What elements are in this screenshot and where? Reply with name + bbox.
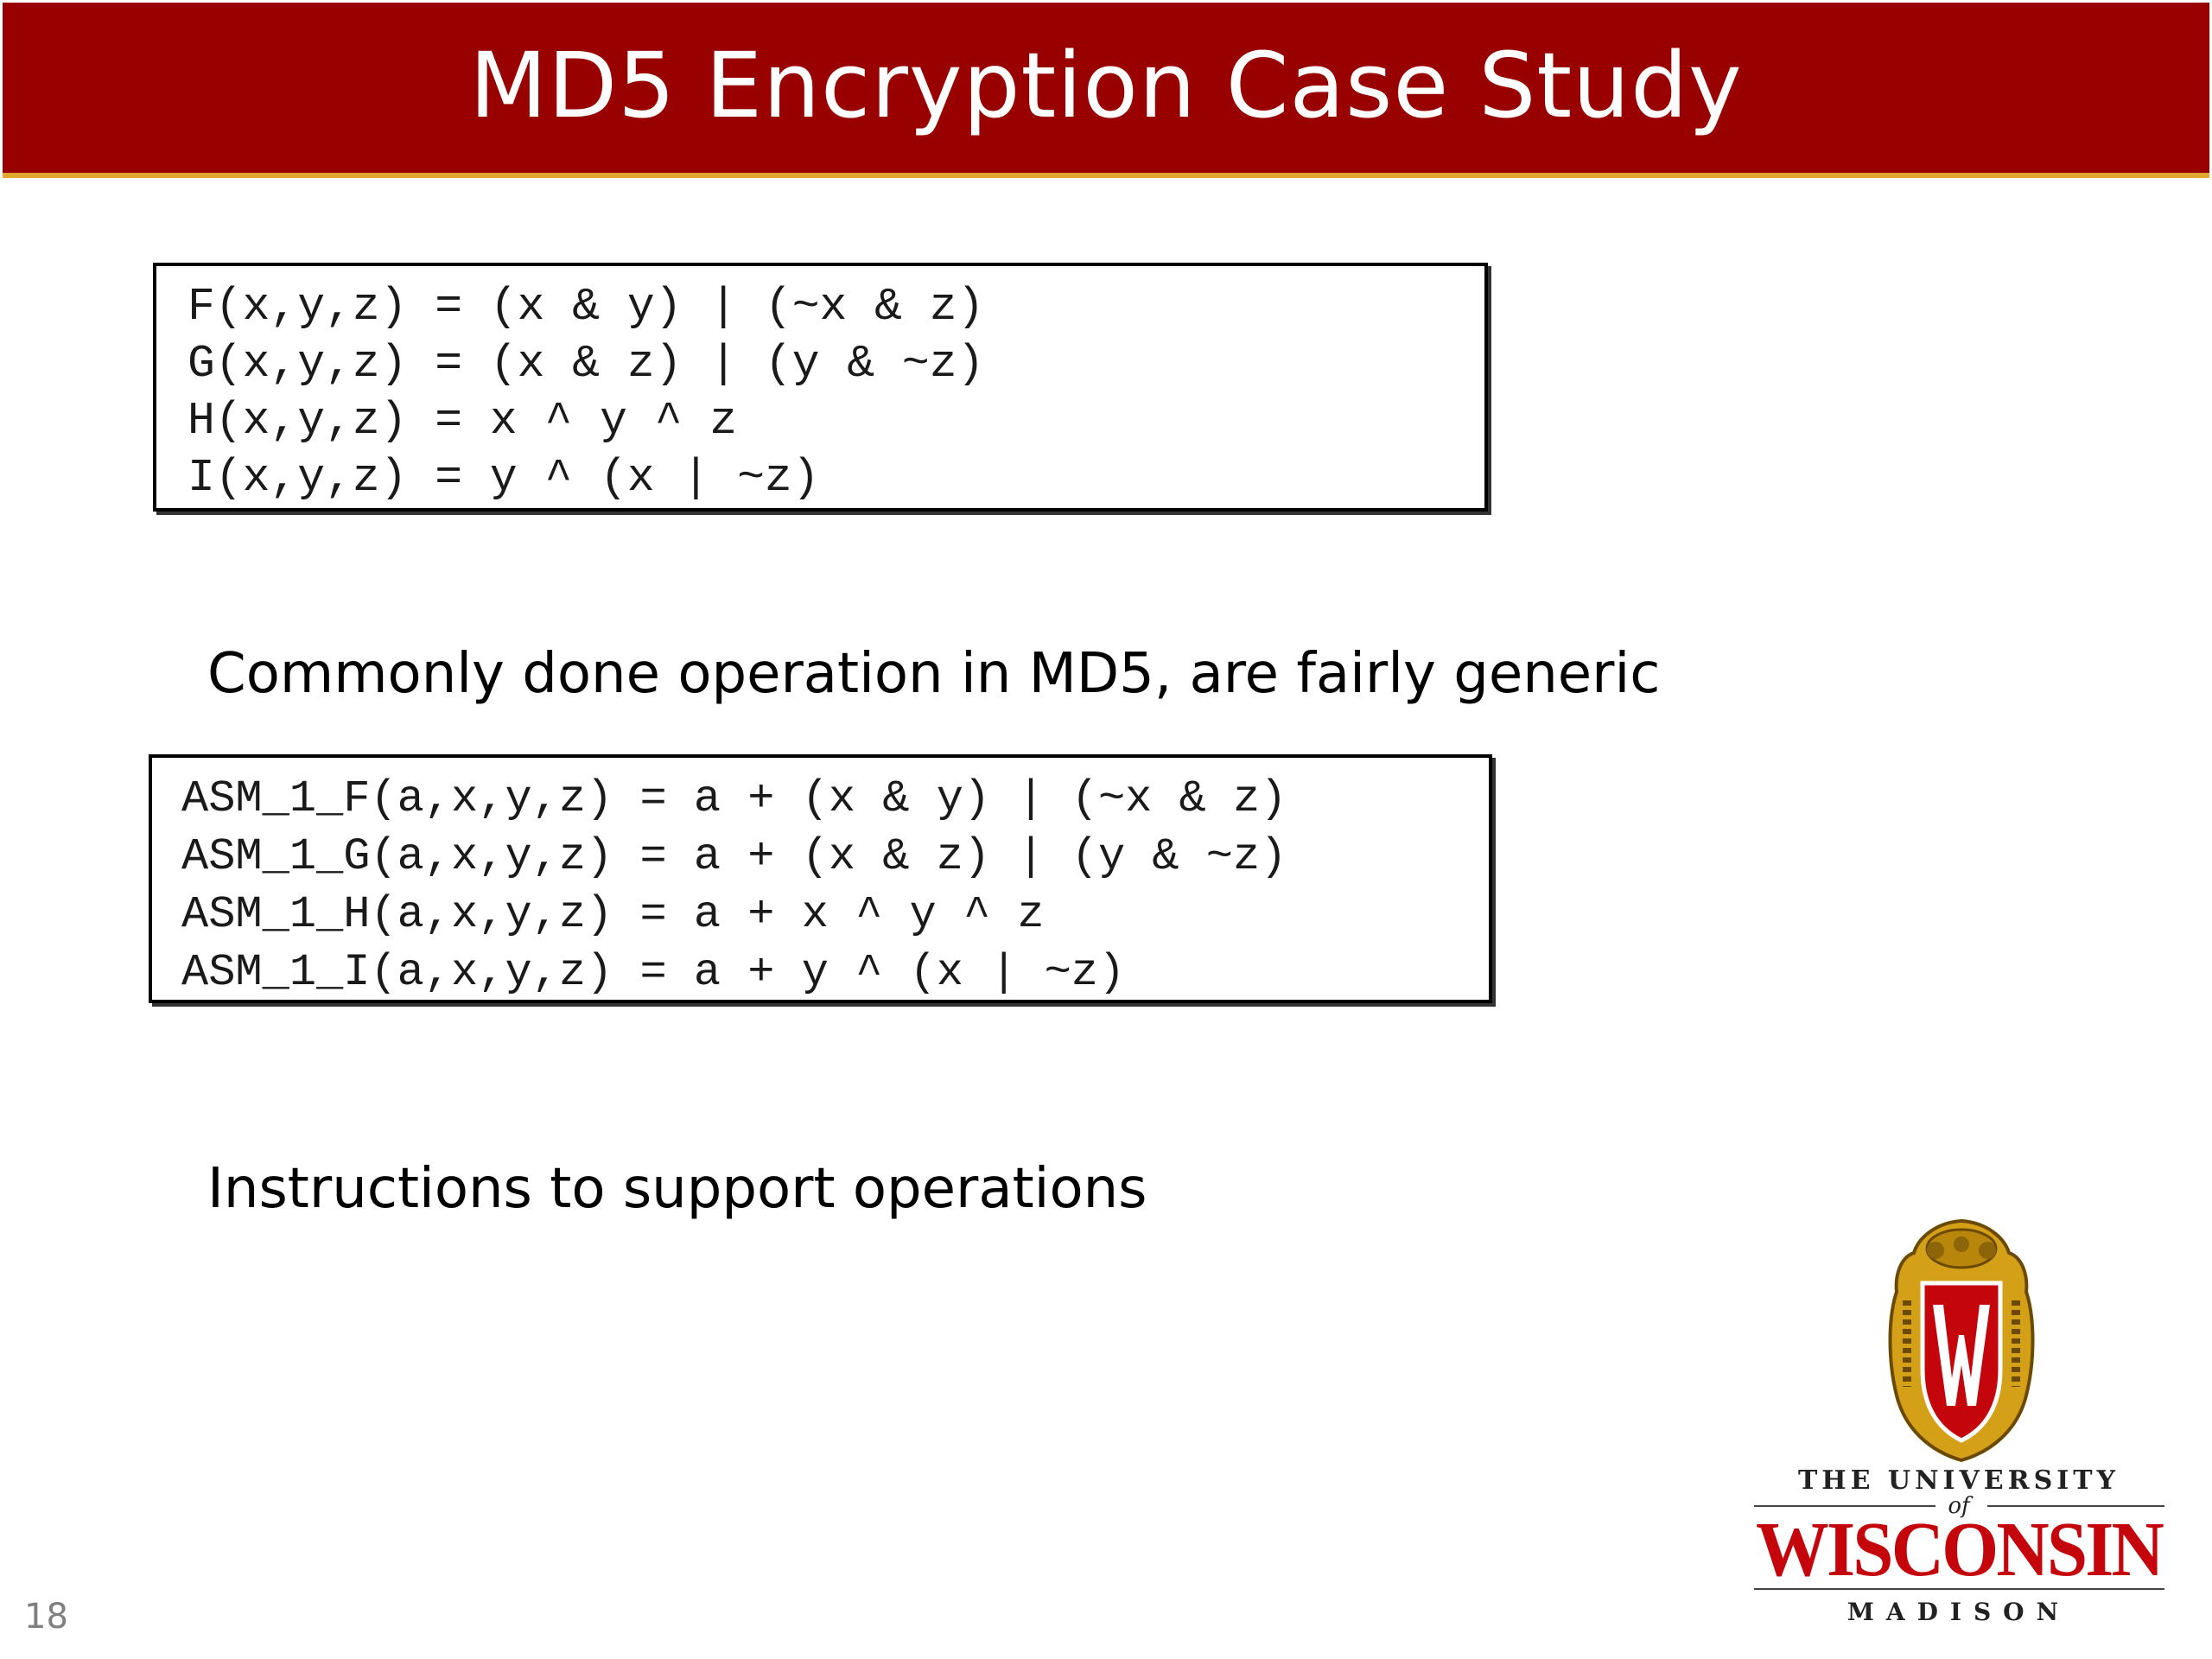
code-line: ASM_1_G(a,x,y,z) = a + (x & z) | (y & ~z…	[181, 831, 1287, 882]
code-line: F(x,y,z) = (x & y) | (~x & z)	[188, 281, 985, 333]
slide-number: 18	[24, 1597, 68, 1637]
slide-title: MD5 Encryption Case Study	[469, 32, 1743, 138]
code-line: H(x,y,z) = x ^ y ^ z	[188, 395, 738, 447]
logo-line-madison: MADISON	[1847, 1598, 2070, 1626]
code-line: G(x,y,z) = (x & z) | (y & ~z)	[188, 338, 985, 390]
md5-functions-code-box: F(x,y,z) = (x & y) | (~x & z) G(x,y,z) =…	[153, 263, 1488, 512]
instructions-text: Instructions to support operations	[207, 1157, 1147, 1221]
code-line: ASM_1_I(a,x,y,z) = a + y ^ (x | ~z)	[181, 947, 1126, 998]
logo-line-the-university: THE UNIVERSITY	[1798, 1465, 2120, 1496]
logo-line-of: of	[1948, 1493, 1974, 1519]
code-line: ASM_1_H(a,x,y,z) = a + x ^ y ^ z	[181, 889, 1045, 940]
code-line: I(x,y,z) = y ^ (x | ~z)	[188, 452, 820, 504]
crest-icon	[1888, 1218, 2035, 1463]
code-line: ASM_1_F(a,x,y,z) = a + (x & y) | (~x & z…	[181, 773, 1287, 824]
title-bar: MD5 Encryption Case Study	[3, 3, 2209, 178]
university-logo: THE UNIVERSITY of WISCONSIN MADISON	[1754, 1218, 2166, 1626]
logo-line-wisconsin: WISCONSIN	[1756, 1507, 2164, 1592]
operations-description-text: Commonly done operation in MD5, are fair…	[207, 642, 1661, 706]
asm-functions-code-box: ASM_1_F(a,x,y,z) = a + (x & y) | (~x & z…	[149, 754, 1492, 1003]
